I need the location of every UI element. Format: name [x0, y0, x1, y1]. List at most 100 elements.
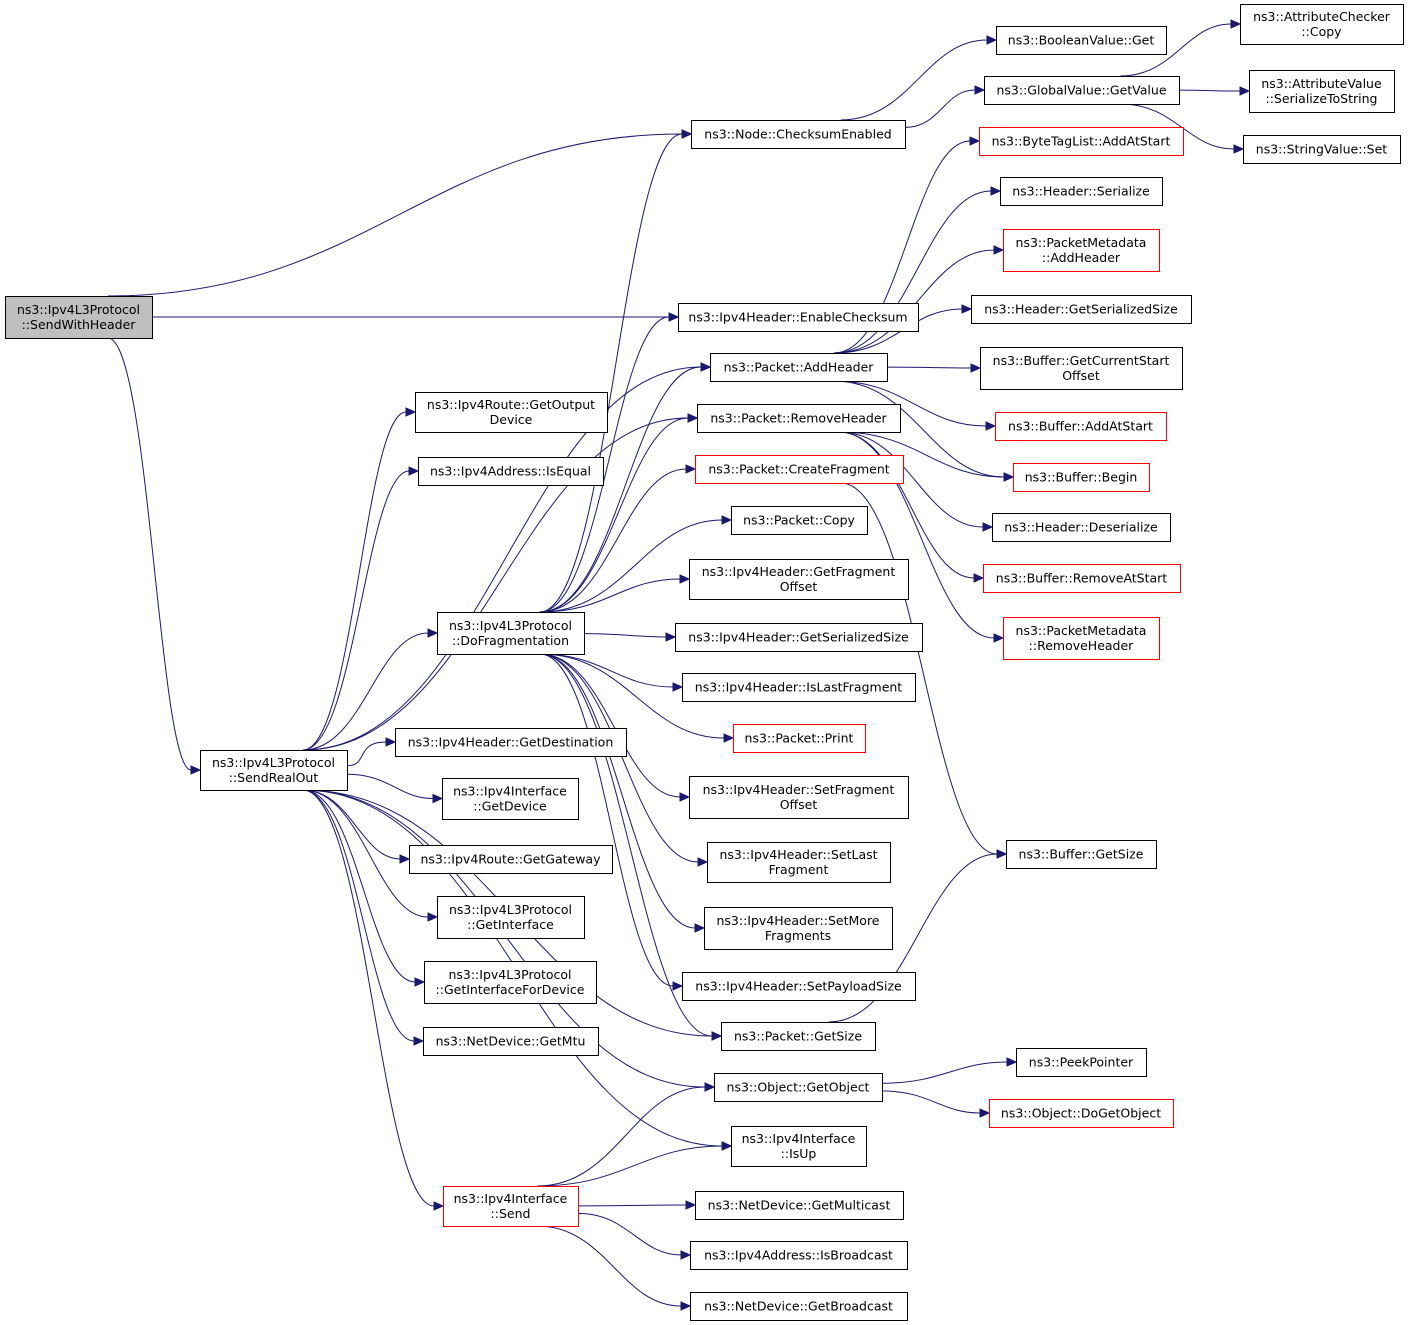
node-peek-pointer[interactable]: ns3::PeekPointer — [1016, 1048, 1147, 1077]
edge-global-get-value-to-attr-value-serialize — [1178, 86, 1251, 96]
edge-packet-remove-header-to-header-deserialize — [839, 431, 994, 532]
node-box — [707, 842, 891, 883]
node-label: ns3::Ipv4Address::IsBroadcast — [704, 1248, 893, 1263]
node-buffer-begin[interactable]: ns3::Buffer::Begin — [1013, 463, 1150, 492]
node-string-value-set[interactable]: ns3::StringValue::Set — [1243, 135, 1401, 164]
node-box — [995, 412, 1167, 441]
node-netdevice-get-broadcast[interactable]: ns3::NetDevice::GetBroadcast — [690, 1292, 908, 1321]
arrowhead — [685, 464, 697, 474]
arrowhead — [694, 923, 706, 933]
node-enable-checksum[interactable]: ns3::Ipv4Header::EnableChecksum — [678, 303, 919, 332]
arrowhead — [969, 136, 981, 146]
node-label: ::GetDevice — [473, 799, 547, 814]
edge-send-real-out-to-l3-get-iface-for-device — [302, 789, 426, 987]
edge-line — [107, 133, 683, 297]
node-buffer-get-size[interactable]: ns3::Buffer::GetSize — [1006, 840, 1157, 869]
node-iface-send[interactable]: ns3::Ipv4Interface::Send — [443, 1186, 579, 1227]
node-bytetaglist-add[interactable]: ns3::ByteTagList::AddAtStart — [979, 127, 1184, 156]
node-box — [697, 404, 901, 433]
arrowhead — [679, 792, 691, 802]
edge-send-real-out-to-packet-add-header — [302, 362, 712, 751]
edge-do-fragmentation-to-ipv4h-get-ser-size — [583, 632, 677, 642]
node-object-get-object[interactable]: ns3::Object::GetObject — [714, 1073, 883, 1102]
edge-line — [839, 431, 1005, 478]
node-get-destination[interactable]: ns3::Ipv4Header::GetDestination — [395, 728, 627, 757]
node-checksum-enabled[interactable]: ns3::Node::ChecksumEnabled — [691, 120, 906, 149]
node-addr-is-equal[interactable]: ns3::Ipv4Address::IsEqual — [418, 457, 604, 486]
node-packet-remove-header[interactable]: ns3::Packet::RemoveHeader — [697, 404, 901, 433]
node-box — [5, 296, 153, 339]
edge-object-get-object-to-peek-pointer — [881, 1057, 1018, 1084]
node-label: Offset — [780, 797, 818, 812]
node-object-do-get-object[interactable]: ns3::Object::DoGetObject — [989, 1099, 1174, 1128]
node-is-last-fragment[interactable]: ns3::Ipv4Header::IsLastFragment — [682, 673, 916, 702]
node-send-with-header[interactable]: ns3::Ipv4L3Protocol::SendWithHeader — [5, 296, 153, 339]
arrowhead — [974, 85, 986, 95]
node-label: ns3::PacketMetadata — [1016, 235, 1147, 250]
node-box — [424, 961, 597, 1004]
node-label: ns3::BooleanValue::Get — [1008, 33, 1155, 48]
arrowhead — [672, 682, 684, 692]
edge-checksum-enabled-to-global-get-value — [904, 85, 986, 128]
arrowhead — [414, 977, 426, 987]
node-packet-copy[interactable]: ns3::Packet::Copy — [731, 506, 868, 535]
edge-checksum-enabled-to-boolean-get — [840, 35, 998, 121]
node-box — [409, 845, 613, 874]
edge-do-fragmentation-to-packet-copy — [539, 515, 733, 613]
edge-do-fragmentation-to-set-more-fragments — [539, 653, 706, 933]
node-l3-get-interface[interactable]: ns3::Ipv4L3Protocol::GetInterface — [437, 896, 585, 939]
node-header-get-ser-size[interactable]: ns3::Header::GetSerializedSize — [971, 295, 1192, 324]
node-pm-add-header[interactable]: ns3::PacketMetadata::AddHeader — [1003, 229, 1160, 272]
node-label: ns3::Buffer::GetCurrentStart — [993, 353, 1170, 368]
node-set-payload-size[interactable]: ns3::Ipv4Header::SetPayloadSize — [682, 972, 916, 1001]
arrowhead — [679, 574, 691, 584]
node-l3-get-iface-for-device[interactable]: ns3::Ipv4L3Protocol::GetInterfaceForDevi… — [424, 961, 597, 1004]
node-packet-create-fragment[interactable]: ns3::Packet::CreateFragment — [695, 455, 904, 484]
node-label: ns3::Packet::Copy — [743, 513, 855, 528]
node-box — [675, 623, 923, 652]
node-do-fragmentation[interactable]: ns3::Ipv4L3Protocol::DoFragmentation — [437, 612, 585, 655]
node-label: ns3::NetDevice::GetMtu — [436, 1034, 586, 1049]
node-netdevice-get-multicast[interactable]: ns3::NetDevice::GetMulticast — [695, 1191, 904, 1220]
arrowhead — [1003, 472, 1015, 482]
node-box — [423, 1027, 599, 1056]
node-route-get-gateway[interactable]: ns3::Ipv4Route::GetGateway — [409, 845, 613, 874]
node-attr-value-serialize[interactable]: ns3::AttributeValue::SerializeToString — [1249, 70, 1395, 113]
node-iface-get-device[interactable]: ns3::Ipv4Interface::GetDevice — [442, 778, 579, 820]
node-box — [695, 1191, 904, 1220]
node-ipv4h-get-ser-size[interactable]: ns3::Ipv4Header::GetSerializedSize — [675, 623, 923, 652]
node-boolean-get[interactable]: ns3::BooleanValue::Get — [996, 26, 1167, 55]
node-global-get-value[interactable]: ns3::GlobalValue::GetValue — [984, 76, 1180, 105]
node-label: ns3::Ipv4L3Protocol — [212, 755, 335, 770]
node-header-deserialize[interactable]: ns3::Header::Deserialize — [992, 513, 1171, 542]
node-buffer-add-at-start[interactable]: ns3::Buffer::AddAtStart — [995, 412, 1167, 441]
node-packet-print[interactable]: ns3::Packet::Print — [733, 724, 866, 753]
node-header-serialize[interactable]: ns3::Header::Serialize — [1000, 177, 1163, 206]
node-packet-get-size[interactable]: ns3::Packet::GetSize — [721, 1022, 876, 1051]
node-label: ns3::Packet::AddHeader — [724, 360, 875, 375]
arrowhead — [399, 854, 411, 864]
node-attr-checker-copy[interactable]: ns3::AttributeChecker::Copy — [1240, 4, 1404, 45]
node-label: ns3::Ipv4Interface — [453, 784, 567, 799]
node-box — [984, 76, 1180, 105]
edge-line — [539, 366, 702, 613]
node-pm-remove-header[interactable]: ns3::PacketMetadata::RemoveHeader — [1003, 617, 1160, 660]
node-buffer-remove-at-start[interactable]: ns3::Buffer::RemoveAtStart — [983, 564, 1181, 593]
node-netdevice-get-mtu[interactable]: ns3::NetDevice::GetMtu — [423, 1027, 599, 1056]
arrowhead — [700, 362, 712, 372]
node-iface-is-up[interactable]: ns3::Ipv4Interface::IsUp — [731, 1126, 867, 1167]
node-packet-add-header[interactable]: ns3::Packet::AddHeader — [710, 353, 888, 382]
node-box — [979, 127, 1184, 156]
node-addr-is-broadcast[interactable]: ns3::Ipv4Address::IsBroadcast — [690, 1241, 908, 1270]
node-box — [1249, 70, 1395, 113]
node-box — [437, 612, 585, 655]
arrowhead — [961, 304, 973, 314]
node-label: ::SerializeToString — [1266, 91, 1378, 106]
node-send-real-out[interactable]: ns3::Ipv4L3Protocol::SendRealOut — [200, 750, 348, 791]
